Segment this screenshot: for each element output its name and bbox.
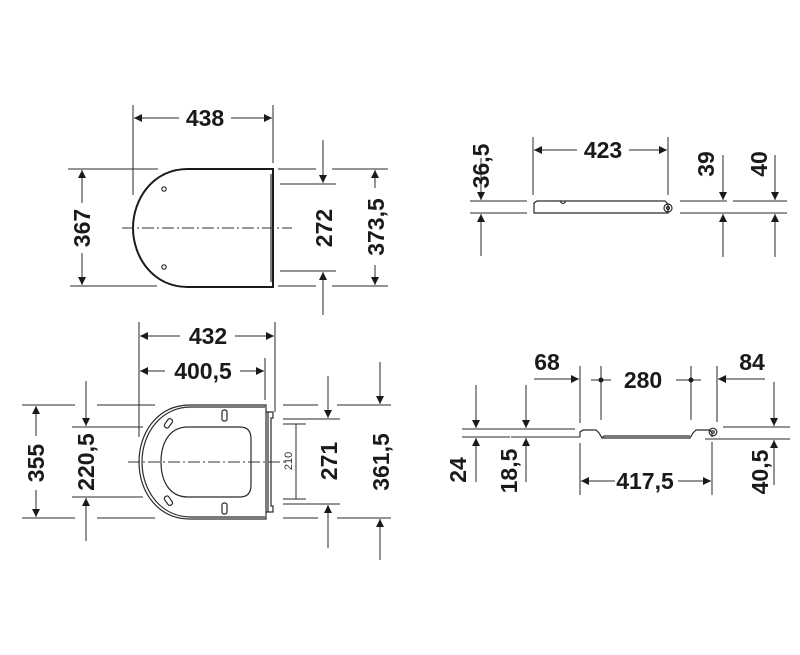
dimension-272: 272 [311,140,337,315]
dim-label-inner-width: 400,5 [174,358,232,384]
dimension-355: 355 [23,406,49,517]
dimension-68: 68 [534,349,579,383]
dim-label-hinge-gap: 271 [316,442,342,481]
side-view-closed-lid: 423 36,5 39 40 [468,137,787,257]
dim-label-hinge-height-1: 39 [693,151,719,177]
dim-label-height-left: 24 [445,457,471,483]
dim-label-depth-right: 361,5 [368,433,394,491]
bumper-icon [221,409,228,422]
dimension-40: 40 [746,151,779,257]
bumper-icon [163,417,174,429]
dimension-438: 438 [134,105,272,131]
hinge-icon [708,427,718,437]
dim-label-length: 417,5 [616,468,674,494]
dim-label-outer-width: 432 [189,323,227,349]
dim-label-bumper-spacing: 280 [624,367,662,393]
top-view-closed-lid: 438 367 272 373,5 [68,105,389,315]
hinge-icon [663,203,673,213]
dimension-361-5: 361,5 [368,362,394,560]
dim-label-inner-depth: 220,5 [73,433,99,491]
dimension-36-5: 36,5 [468,143,494,256]
dim-label-rear-offset: 84 [739,349,765,375]
dimension-271: 271 [316,376,342,548]
dimension-367: 367 [69,170,95,285]
bumper-icon [221,502,228,515]
dimension-400-5: 400,5 [140,358,264,384]
dim-label-height-inner: 18,5 [496,448,522,493]
dimension-220-5: 220,5 [73,381,99,541]
dimension-84: 84 [718,349,765,383]
bumper-icon [161,264,167,270]
dim-label-length: 423 [584,137,622,163]
seat-inner-opening [160,426,252,498]
bumper-icon [161,186,167,192]
dimension-432: 432 [140,323,274,349]
dimension-24: 24 [445,385,480,483]
dim-label-width: 438 [186,105,225,131]
dimension-280: 280 [591,367,701,393]
dimension-40-5: 40,5 [747,382,778,494]
dim-label-front-offset: 68 [534,349,560,375]
side-view-seat-ring: 68 280 84 417,5 24 18,5 [445,349,790,495]
seat-side-profile [579,429,713,439]
dim-label-hinge-span: 210 [283,452,295,470]
dim-label-height-left: 36,5 [468,143,494,188]
dimension-417-5: 417,5 [581,468,711,494]
dim-label-depth-left: 367 [69,209,95,247]
dimension-373-5: 373,5 [363,170,389,285]
dim-label-overall-depth: 355 [23,444,49,483]
dim-label-hinge-gap: 272 [311,209,337,247]
dimension-210: 210 [283,424,297,499]
dim-label-hinge-height: 40,5 [747,449,773,494]
lid-side-profile [533,200,669,214]
dimension-39: 39 [693,151,727,257]
top-view-seat-ring: 432 400,5 355 220,5 210 271 [22,322,394,560]
dim-label-depth-right: 373,5 [363,198,389,256]
dim-label-hinge-height-2: 40 [746,151,772,177]
dimension-423: 423 [534,137,667,163]
dimension-18-5: 18,5 [496,385,530,493]
bumper-icon [163,495,174,507]
